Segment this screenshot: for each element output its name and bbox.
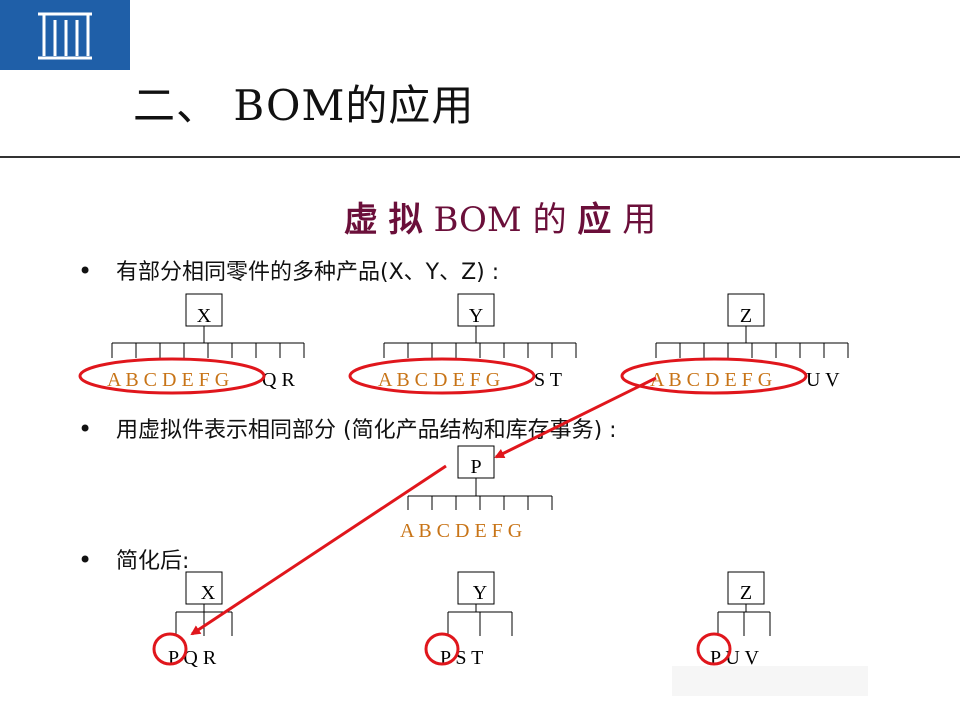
logo xyxy=(0,0,130,70)
tree-z-simplified-root: Z xyxy=(740,582,752,604)
highlight-circle xyxy=(696,632,732,666)
tree-x-simplified-root: X xyxy=(201,582,216,604)
tree-z-simplified xyxy=(717,571,771,636)
highlight-ellipse xyxy=(348,357,536,395)
bullet-dot: • xyxy=(78,546,93,574)
bullet-3: • 简化后: xyxy=(78,543,189,575)
tree-z-root: Z xyxy=(740,305,752,327)
logo-icon xyxy=(38,12,92,60)
tree-y-root: Y xyxy=(469,305,483,327)
tree-z-own-parts: U V xyxy=(806,369,840,391)
title-divider xyxy=(0,156,960,158)
tree-y-simplified xyxy=(447,571,513,636)
bullet-1-text: 有部分相同零件的多种产品(X、Y、Z) : xyxy=(116,260,500,285)
tree-x-own-parts: Q R xyxy=(262,369,295,391)
bullet-3-text: 简化后: xyxy=(116,549,190,574)
tree-y-shared-parts: A B C D E F G xyxy=(378,369,500,391)
highlight-ellipse xyxy=(620,357,808,395)
tree-z-original xyxy=(655,293,849,358)
arrow-to-simplified-x xyxy=(190,464,447,636)
subtitle-char-4: 应 xyxy=(577,200,612,240)
tree-x-original xyxy=(111,293,305,358)
bullet-dot: • xyxy=(78,257,93,285)
tree-y-own-parts: S T xyxy=(534,369,562,391)
subtitle-bom: BOM xyxy=(433,200,522,240)
highlight-ellipse xyxy=(78,357,266,395)
tree-x-root: X xyxy=(197,305,212,327)
section-subtitle: 虚 拟 BOM 的 应 用 xyxy=(0,192,960,241)
bullet-1: • 有部分相同零件的多种产品(X、Y、Z) : xyxy=(78,254,499,286)
virtual-part-tree xyxy=(407,445,553,510)
watermark-area xyxy=(672,666,868,696)
subtitle-char-1: 虚 xyxy=(343,200,378,240)
virtual-part-root: P xyxy=(470,456,481,478)
tree-x-simplified-children: P Q R xyxy=(168,647,217,669)
tree-z-simplified-children: P U V xyxy=(710,647,759,669)
highlight-circle xyxy=(152,632,188,666)
bullet-dot: • xyxy=(78,415,93,443)
subtitle-char-2: 拟 xyxy=(388,200,423,240)
slide-title: 二、 BOM的应用 xyxy=(133,81,475,130)
tree-x-shared-parts: A B C D E F G xyxy=(107,369,229,391)
subtitle-char-3: 的 xyxy=(532,200,567,240)
tree-y-simplified-children: P S T xyxy=(440,647,483,669)
tree-y-simplified-root: Y xyxy=(473,582,487,604)
tree-z-shared-parts: A B C D E F G xyxy=(650,369,772,391)
tree-y-original xyxy=(383,293,577,358)
virtual-part-children: A B C D E F G xyxy=(400,520,522,542)
arrow-to-virtual-part xyxy=(494,376,657,459)
subtitle-char-5: 用 xyxy=(622,200,657,240)
highlight-circle xyxy=(424,632,460,666)
